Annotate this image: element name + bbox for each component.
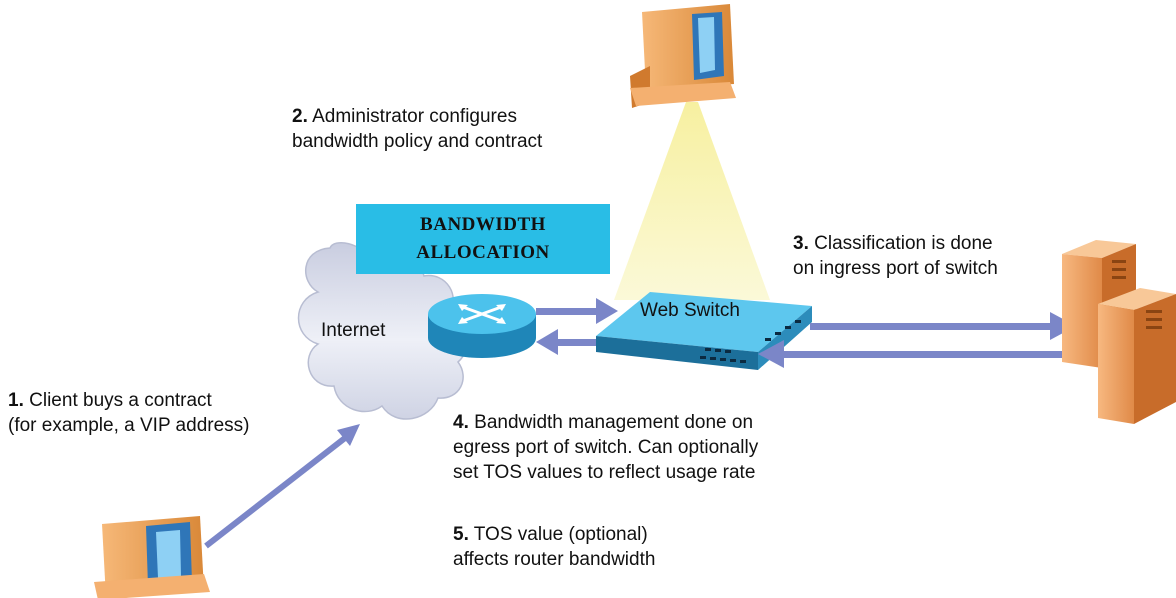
- step-1-line1: Client buys a contract: [29, 390, 212, 411]
- arrow-server-to-switch: [758, 340, 1074, 368]
- step-4-line3: set TOS values to reflect usage rate: [453, 462, 756, 483]
- step-2-line2: bandwidth policy and contract: [292, 131, 543, 152]
- step-4-label: 4. Bandwidth management done on egress p…: [453, 410, 758, 485]
- step-1-label: 1. Client buys a contract (for example, …: [8, 388, 249, 438]
- step-4-line2: egress port of switch. Can optionally: [453, 437, 759, 458]
- step-3-line1: Classification is done: [814, 233, 993, 254]
- admin-computer-icon: [630, 4, 736, 108]
- internet-label: Internet: [321, 320, 386, 341]
- step-5-line1: TOS value (optional): [473, 524, 648, 545]
- step-3-line2: on ingress port of switch: [793, 258, 998, 279]
- step-3-label: 3. Classification is done on ingress por…: [793, 231, 998, 281]
- step-2-line1: Administrator configures: [312, 106, 517, 127]
- light-beam: [614, 102, 770, 300]
- arrow-client-to-cloud: [204, 424, 360, 549]
- step-2-label: 2. Administrator configures bandwidth po…: [292, 104, 542, 154]
- step-2-number: 2.: [292, 106, 308, 127]
- arrow-router-to-switch: [536, 298, 618, 324]
- banner-line1: BANDWIDTH: [420, 214, 546, 235]
- web-switch-label: Web Switch: [640, 300, 740, 321]
- bandwidth-allocation-banner: BANDWIDTH ALLOCATION: [356, 204, 610, 274]
- arrow-switch-to-router: [536, 329, 596, 355]
- step-3-number: 3.: [793, 233, 809, 254]
- banner-line2: ALLOCATION: [416, 242, 550, 263]
- web-switch-icon: [596, 292, 812, 370]
- step-4-line1: Bandwidth management done on: [474, 412, 754, 433]
- step-5-line2: affects router bandwidth: [453, 549, 656, 570]
- step-4-number: 4.: [453, 412, 469, 433]
- router-icon: [428, 294, 536, 358]
- arrows: [204, 298, 1076, 549]
- step-1-line2: (for example, a VIP address): [8, 415, 250, 436]
- client-computer-icon: [94, 516, 210, 598]
- arrow-switch-to-server: [810, 312, 1076, 340]
- step-5-number: 5.: [453, 524, 469, 545]
- step-1-number: 1.: [8, 390, 24, 411]
- server-icon: [1062, 240, 1176, 424]
- step-5-label: 5. TOS value (optional) affects router b…: [453, 522, 655, 572]
